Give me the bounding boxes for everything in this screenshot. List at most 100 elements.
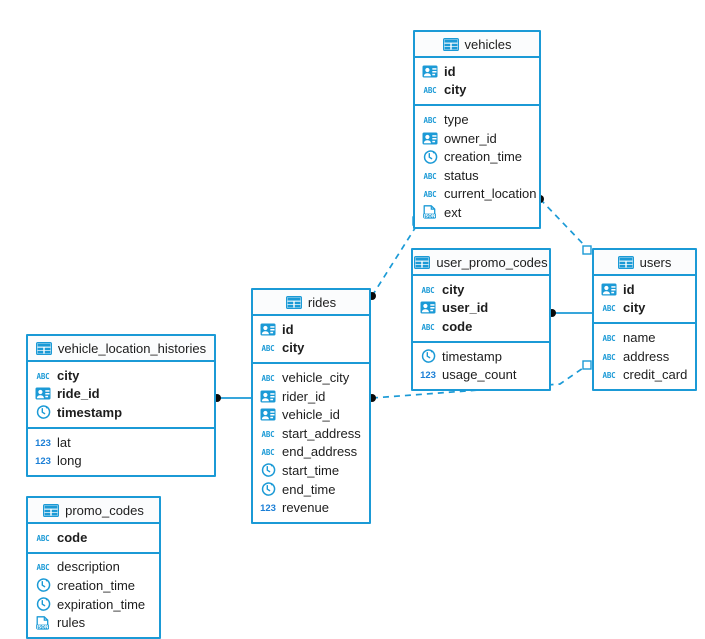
relationship-endpoint-square-vehicles-to-users[interactable] (582, 245, 592, 255)
field-row-owner_id[interactable]: owner_id (415, 129, 539, 148)
field-row-rider_id[interactable]: rider_id (253, 387, 369, 406)
field-row-id[interactable]: id (415, 62, 539, 81)
field-row-end_time[interactable]: end_time (253, 480, 369, 499)
string-type-icon: ABC (261, 429, 275, 439)
table-name: rides (307, 294, 337, 310)
table-name: users (639, 254, 672, 270)
string-type-icon: ABC (602, 304, 616, 314)
field-label: credit_card (623, 367, 688, 383)
field-row-city[interactable]: ABC city (413, 280, 549, 299)
field-label: creation_time (444, 149, 523, 165)
svg-text:JSON: JSON (36, 624, 49, 630)
table-title-bar[interactable]: vehicles (415, 32, 539, 58)
field-row-credit_card[interactable]: ABC credit_card (594, 365, 695, 384)
field-row-start_time[interactable]: start_time (253, 461, 369, 480)
field-label: end_address (282, 444, 358, 460)
field-row-id[interactable]: id (594, 280, 695, 299)
field-label: usage_count (442, 367, 517, 383)
clock-icon (35, 578, 51, 593)
field-label: user_id (442, 300, 489, 316)
string-type-icon: ABC (423, 190, 437, 200)
field-row-expiration_time[interactable]: expiration_time (28, 595, 159, 614)
key-person-icon (420, 301, 436, 314)
key-person-icon (422, 65, 438, 78)
field-label: city (57, 367, 80, 383)
table-name: vehicles (464, 36, 512, 52)
json-type-icon: JSON (35, 615, 51, 630)
field-label: city (442, 281, 465, 297)
field-row-ride_id[interactable]: ride_id (28, 385, 214, 404)
field-row-timestamp[interactable]: timestamp (28, 403, 214, 422)
string-type-icon: ABC (261, 373, 275, 383)
field-label: end_time (282, 481, 336, 497)
field-row-user_id[interactable]: user_id (413, 299, 549, 318)
string-type-icon: ABC (421, 285, 435, 295)
field-row-creation_time[interactable]: creation_time (28, 576, 159, 595)
relationship-endpoint-square-rides-to-users[interactable] (582, 360, 592, 370)
field-row-timestamp[interactable]: timestamp (413, 347, 549, 366)
field-label: code (442, 318, 473, 334)
key-person-icon (422, 132, 438, 145)
field-label: id (623, 281, 635, 297)
field-row-id[interactable]: id (253, 320, 369, 339)
field-label: code (57, 529, 88, 545)
key-person-icon (35, 387, 51, 400)
field-label: lat (57, 434, 71, 450)
field-row-vehicle_id[interactable]: vehicle_id (253, 405, 369, 424)
field-label: ext (444, 204, 462, 220)
field-label: description (57, 559, 120, 575)
field-row-creation_time[interactable]: creation_time (415, 147, 539, 166)
field-label: start_time (282, 462, 340, 478)
key-person-icon (260, 408, 276, 421)
table-title-bar[interactable]: rides (253, 290, 369, 316)
clock-icon (260, 482, 276, 496)
table-title-bar[interactable]: users (594, 250, 695, 276)
table-title-bar[interactable]: vehicle_location_histories (28, 336, 214, 362)
field-label: type (444, 111, 469, 127)
table-title-bar[interactable]: user_promo_codes (413, 250, 549, 276)
field-label: status (444, 167, 479, 183)
field-label: city (282, 340, 305, 356)
field-label: revenue (282, 500, 329, 516)
string-type-icon: ABC (602, 371, 616, 381)
relationship-line-vehicles-to-users[interactable] (539, 198, 587, 248)
string-type-icon: ABC (602, 333, 616, 343)
table-name: promo_codes (65, 502, 144, 518)
field-label: timestamp (57, 404, 123, 420)
table-title-bar[interactable]: promo_codes (28, 498, 159, 524)
